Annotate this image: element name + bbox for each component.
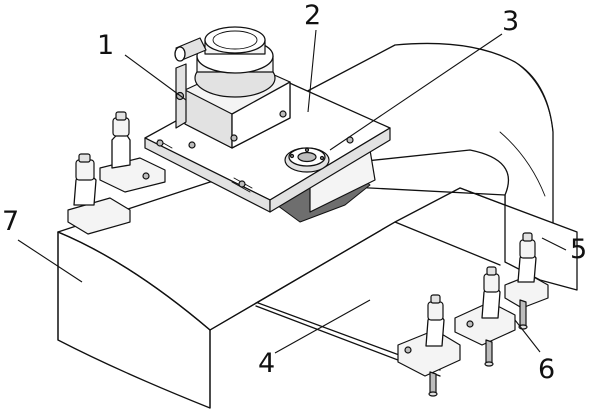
leader-6 (514, 319, 541, 353)
right-tool-holder-rear (504, 232, 549, 330)
leader-2 (307, 29, 317, 113)
leader-3 (329, 33, 503, 151)
front-curved-shroud (57, 181, 506, 409)
callout-5: 5 (570, 234, 587, 265)
rear-curved-shroud (299, 42, 554, 233)
callout-labels: 1 2 3 4 5 6 7 (2, 0, 587, 385)
callout-7: 7 (2, 206, 19, 237)
callout-6: 6 (538, 354, 555, 385)
right-tool-holder-front (397, 294, 461, 397)
bearing-ring (284, 147, 330, 173)
callout-3: 3 (502, 6, 519, 37)
callout-2: 2 (304, 0, 321, 31)
callout-leaders (17, 29, 567, 354)
leader-4 (274, 299, 371, 354)
leader-7 (17, 239, 83, 283)
callout-4: 4 (258, 348, 275, 379)
right-tool-holder-mid (454, 266, 516, 367)
left-tool-holder-rear (99, 111, 166, 193)
motor-assembly (174, 26, 291, 149)
leader-5 (541, 237, 567, 251)
mounting-plate (144, 71, 391, 223)
callout-1: 1 (97, 30, 114, 61)
left-tool-holder-front (67, 153, 131, 235)
leader-1 (124, 54, 187, 101)
